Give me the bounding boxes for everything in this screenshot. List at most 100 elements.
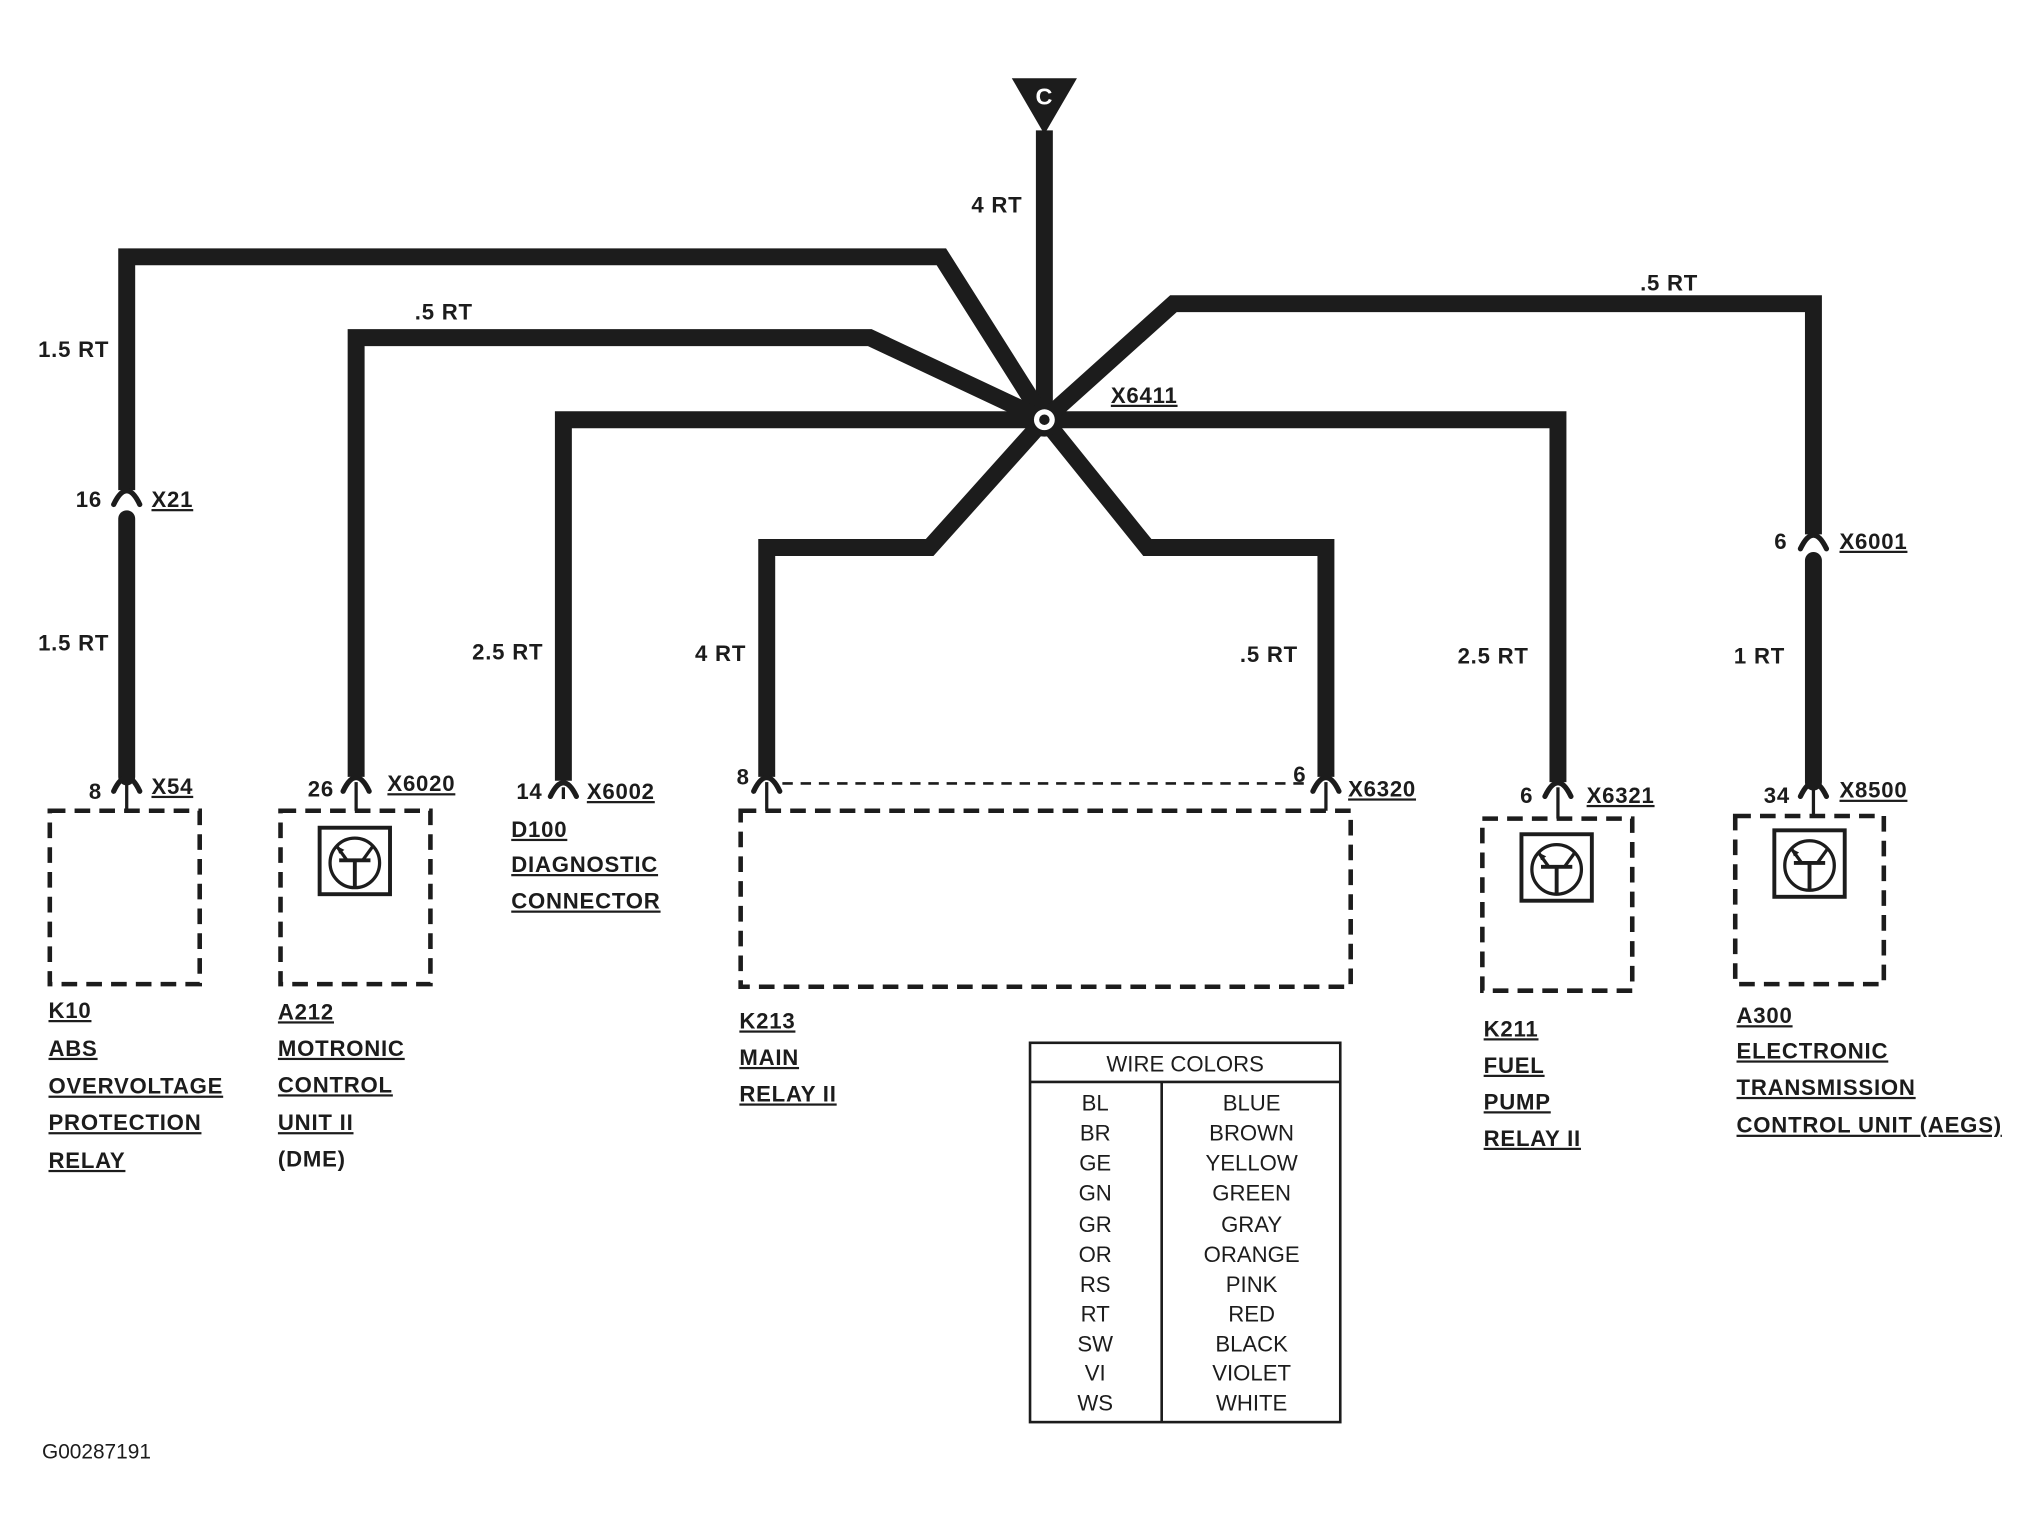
wire-a212 <box>347 329 1048 777</box>
a212-component-box <box>278 808 433 987</box>
k10-component-box <box>47 808 202 987</box>
wire-color-code: VI <box>1085 1360 1106 1385</box>
wire-color-name: PINK <box>1226 1272 1278 1297</box>
connector-x6321-label: X6321 <box>1587 783 1655 808</box>
connector-x6002-label: X6002 <box>587 779 655 804</box>
wire-color-code: BR <box>1080 1121 1111 1146</box>
connector-x6320-left-icon <box>751 775 783 794</box>
connector-x6020-pin: 26 <box>308 776 334 801</box>
a300-label-line: CONTROL UNIT (AEGS) <box>1737 1113 2002 1138</box>
wire-color-name: BLUE <box>1223 1091 1281 1116</box>
wire-d100 <box>554 411 1045 781</box>
wire-color-code: WS <box>1077 1390 1113 1415</box>
k10-label-line: ABS <box>49 1036 98 1061</box>
a212-label-line: A212 <box>278 999 334 1024</box>
transistor-icon <box>1519 832 1594 903</box>
wire-label-k213-left: 4 RT <box>695 641 746 666</box>
d100-label-line: CONNECTOR <box>511 889 660 914</box>
a300-label-line: A300 <box>1737 1003 1793 1028</box>
wire-color-name: VIOLET <box>1212 1360 1291 1385</box>
wire-colors-table <box>1028 1041 1342 1424</box>
wire-k213-left <box>758 414 1051 777</box>
connector-x21-icon <box>111 488 143 508</box>
k213-label-line: K213 <box>739 1008 795 1033</box>
wire-label-k211: 2.5 RT <box>1458 643 1529 668</box>
wire-color-code: GR <box>1079 1212 1112 1237</box>
wire-color-code: GE <box>1079 1151 1111 1176</box>
connector-x6001-icon <box>1797 532 1830 552</box>
connector-x6321-pin: 6 <box>1520 783 1533 808</box>
connector-x6320-right-icon <box>1310 775 1342 794</box>
wire-color-name: ORANGE <box>1204 1242 1300 1267</box>
connector-x6001-pin: 6 <box>1774 529 1787 554</box>
a212-label-line: UNIT II <box>278 1110 354 1135</box>
wire-label-k10-upper: 1.5 RT <box>38 337 109 362</box>
d100-label-line: DIAGNOSTIC <box>511 852 658 877</box>
a300-label-line: TRANSMISSION <box>1737 1075 1916 1100</box>
a300-component-box <box>1732 813 1887 987</box>
connector-x8500-icon <box>1797 780 1830 800</box>
k213-pin-right: 6 <box>1293 762 1306 787</box>
wire-label-d100: 2.5 RT <box>472 640 543 665</box>
wire-label-k10-lower: 1.5 RT <box>38 630 109 655</box>
connector-x8500-pin: 34 <box>1764 783 1790 808</box>
wire-label-a300-upper: .5 RT <box>1640 271 1698 296</box>
a212-label-line: CONTROL <box>278 1072 393 1097</box>
k211-label-line: K211 <box>1484 1016 1539 1041</box>
transistor-icon <box>1772 828 1847 899</box>
a300-label-line: ELECTRONIC <box>1737 1038 1889 1063</box>
wire-color-name: BROWN <box>1209 1121 1294 1146</box>
wire-k211 <box>1044 411 1567 783</box>
k213-label-line: MAIN <box>739 1045 799 1070</box>
connector-x21-pin: 16 <box>76 487 102 512</box>
k211-label-line: RELAY II <box>1484 1126 1581 1151</box>
wire-label-a300-lower: 1 RT <box>1734 643 1785 668</box>
wire-label-trunk: 4 RT <box>971 192 1022 217</box>
connector-x6320-label: X6320 <box>1348 776 1416 801</box>
wire-colors-title: WIRE COLORS <box>1106 1051 1263 1076</box>
splice-label: X6411 <box>1111 383 1178 408</box>
wire-k10-upper <box>118 248 1052 491</box>
a212-label-line: MOTRONIC <box>278 1036 405 1061</box>
wire-color-code: GN <box>1079 1181 1112 1206</box>
k213-pin-left: 8 <box>737 765 750 790</box>
source-marker-label: C <box>1036 83 1054 109</box>
connector-x54-pin: 8 <box>89 779 102 804</box>
k211-component-box <box>1480 816 1635 993</box>
connector-x6020-icon <box>340 775 372 794</box>
wire-color-name: BLACK <box>1215 1332 1288 1357</box>
wire-color-name: GRAY <box>1221 1212 1282 1237</box>
connector-x8500-label: X8500 <box>1840 778 1908 803</box>
wire-color-name: GREEN <box>1212 1181 1291 1206</box>
k213-component-box <box>738 808 1353 990</box>
connector-x6001-label: X6001 <box>1840 529 1908 554</box>
k213-label-line: RELAY II <box>739 1081 836 1106</box>
diagram-code: G00287191 <box>42 1441 151 1464</box>
wire-color-name: WHITE <box>1216 1390 1287 1415</box>
k10-label-line: PROTECTION <box>49 1110 202 1135</box>
connector-x21-label: X21 <box>151 487 193 512</box>
a212-label-line: (DME) <box>278 1147 346 1172</box>
connector-x6321-icon <box>1542 780 1574 800</box>
wire-label-a212: .5 RT <box>415 299 473 324</box>
connector-x54-label: X54 <box>151 774 193 799</box>
connector-x6020-label: X6020 <box>387 771 455 796</box>
transistor-icon <box>317 825 392 897</box>
source-marker-triangle <box>1011 78 1077 135</box>
splice-center <box>1039 414 1050 425</box>
wire-color-code: RS <box>1080 1272 1111 1297</box>
wire-label-k213-right: .5 RT <box>1240 642 1298 667</box>
connector-x6002-pin: 14 <box>516 779 542 804</box>
k10-label-line: RELAY <box>49 1148 126 1173</box>
connector-x6002-icon <box>547 780 580 800</box>
d100-label-line: D100 <box>511 817 567 842</box>
wire-color-code: OR <box>1079 1242 1112 1267</box>
k10-label-line: OVERVOLTAGE <box>49 1074 224 1099</box>
k211-label-line: FUEL <box>1484 1053 1545 1078</box>
wire-color-name: YELLOW <box>1205 1151 1297 1176</box>
wire-color-name: RED <box>1228 1302 1275 1327</box>
wire-a300-upper <box>1038 295 1822 535</box>
k211-label-line: PUMP <box>1484 1089 1551 1114</box>
wire-color-code: SW <box>1077 1332 1113 1357</box>
